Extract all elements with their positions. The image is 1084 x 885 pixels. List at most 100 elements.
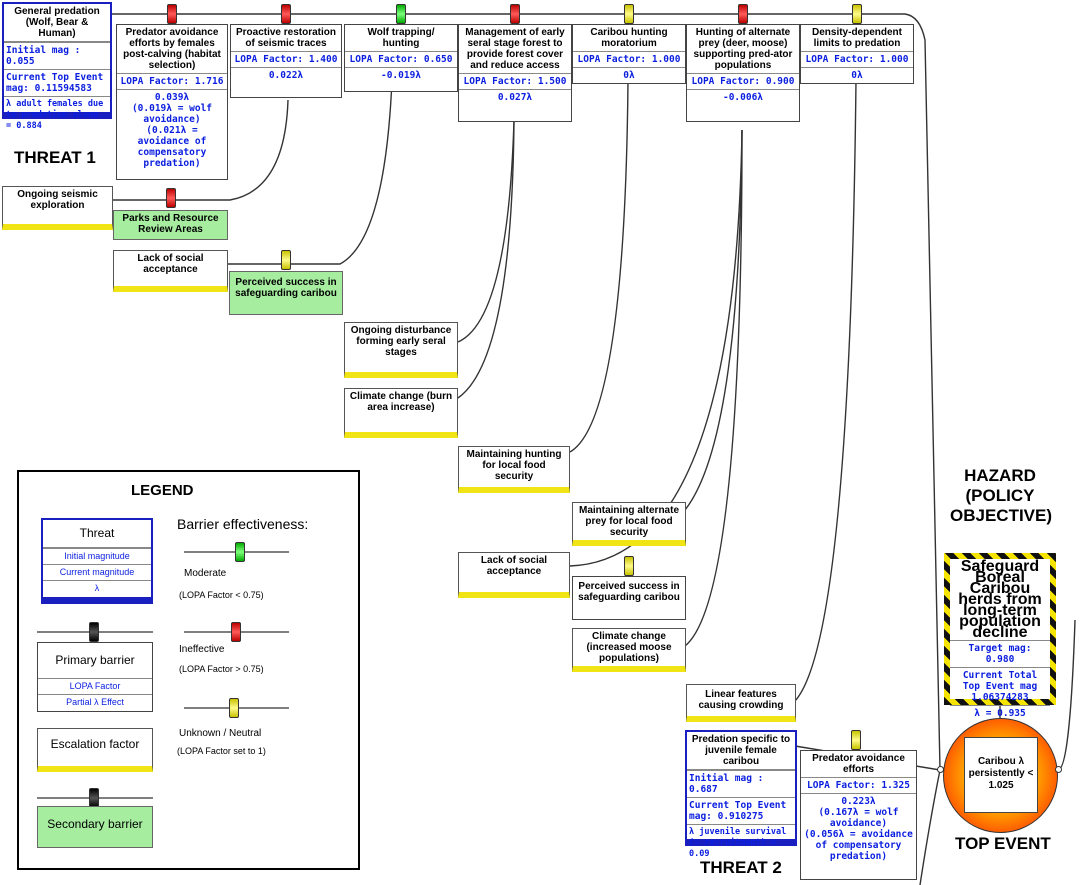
escalation-seismic-text: Ongoing seismic exploration — [17, 189, 98, 211]
legend-ineffective-note: (LOPA Factor > 0.75) — [179, 664, 264, 674]
escalation-social-1[interactable]: Lack of social acceptance — [113, 250, 228, 292]
legend-knob-secondary — [89, 788, 99, 808]
top-event-text: Caribou λ persistently < 1.025 — [964, 737, 1038, 813]
barrier-effect: 0λ — [573, 67, 685, 83]
threat-1-box[interactable]: General predation (Wolf, Bear & Human) I… — [2, 2, 112, 131]
barrier-lopa: LOPA Factor: 0.900 — [687, 73, 799, 89]
hazard-target-mag: Target mag: 0.980 — [950, 640, 1050, 667]
barrier-knob-5[interactable] — [738, 4, 748, 24]
legend-title: LEGEND — [131, 482, 194, 499]
primary-barrier-5[interactable]: Hunting of alternate prey (deer, moose) … — [686, 24, 800, 122]
barrier-lopa: LOPA Factor: 0.650 — [345, 51, 457, 67]
legend-current: Current magnitude — [43, 564, 151, 580]
secondary-barrier-perceived-1-text: Perceived success in safeguarding caribo… — [235, 277, 337, 299]
barrier-effect: 0λ — [801, 67, 913, 83]
secondary-barrier-parks[interactable]: Parks and Resource Review Areas — [113, 210, 228, 240]
barrier-lopa: LOPA Factor: 1.716 — [117, 73, 227, 89]
threat-2-initial-mag: Initial mag : 0.687 — [687, 770, 795, 797]
barrier-effect: 0.039λ (0.019λ = wolf avoidance) (0.021λ… — [117, 89, 227, 171]
threat-1-lambda: λ adult females due to predation alone =… — [4, 96, 110, 134]
barrier-title: Predator avoidance efforts by females po… — [123, 27, 221, 71]
top-event-label: TOP EVENT — [955, 834, 1051, 853]
legend-lopa: LOPA Factor — [38, 678, 152, 694]
escalation-alt-prey-text: Maintaining alternate prey for local foo… — [578, 505, 679, 538]
barrier-title: Caribou hunting moratorium — [590, 27, 668, 49]
barrier-knob-0[interactable] — [167, 4, 177, 24]
primary-barrier-3[interactable]: Management of early seral stage forest t… — [458, 24, 572, 122]
barrier-knob-1[interactable] — [281, 4, 291, 24]
threat-2-barrier-title: Predator avoidance efforts — [812, 753, 905, 775]
threat-2-current-mag: Current Top Event mag: 0.910275 — [687, 797, 795, 824]
threat-2-barrier-lopa: LOPA Factor: 1.325 — [801, 777, 916, 793]
hazard-current-mag: Current Total Top Event mag 1.06374283 — [950, 667, 1050, 705]
barrier-knob-perceived-2[interactable] — [624, 556, 634, 576]
barrier-title: Wolf trapping/ hunting — [367, 27, 435, 49]
legend-lambda: λ — [43, 580, 151, 596]
escalation-social-2-text: Lack of social acceptance — [480, 555, 548, 577]
barrier-knob-4[interactable] — [624, 4, 634, 24]
legend-unknown-note: (LOPA Factor set to 1) — [177, 746, 266, 756]
barrier-knob-parks[interactable] — [166, 188, 176, 208]
escalation-seismic[interactable]: Ongoing seismic exploration — [2, 186, 113, 230]
escalation-social-2[interactable]: Lack of social acceptance — [458, 552, 570, 598]
escalation-hunting-food[interactable]: Maintaining hunting for local food secur… — [458, 446, 570, 493]
escalation-climate-1[interactable]: Climate change (burn area increase) — [344, 388, 458, 438]
barrier-effect: 0.022λ — [231, 67, 341, 83]
barrier-knob-3[interactable] — [510, 4, 520, 24]
threat-2-lambda: λ juvenile survival (♀ recruitment) = 0.… — [687, 824, 795, 862]
threat-2-label: THREAT 2 — [700, 858, 782, 877]
barrier-knob-perceived-1[interactable] — [281, 250, 291, 270]
escalation-climate-1-text: Climate change (burn area increase) — [349, 391, 453, 413]
barrier-knob-6[interactable] — [852, 4, 862, 24]
legend-knob-unknown — [229, 698, 239, 718]
escalation-social-1-text: Lack of social acceptance — [137, 253, 204, 275]
secondary-barrier-perceived-1[interactable]: Perceived success in safeguarding caribo… — [229, 271, 343, 315]
barrier-title: Density-dependent limits to predation — [811, 27, 902, 49]
escalation-climate-2-text: Climate change (increased moose populati… — [586, 631, 672, 664]
threat-1-title: General predation (Wolf, Bear & Human) — [4, 4, 110, 42]
threat-2-title: Predation specific to juvenile female ca… — [687, 732, 795, 770]
legend-secondary-box: Secondary barrier — [37, 806, 153, 848]
barrier-title: Management of early seral stage forest t… — [465, 27, 565, 71]
threat-1-label: THREAT 1 — [14, 148, 96, 167]
threat-2-barrier-effect: 0.223λ (0.167λ = wolf avoidance) (0.056λ… — [801, 793, 916, 864]
escalation-linear[interactable]: Linear features causing crowding — [686, 684, 796, 722]
barrier-effect: 0.027λ — [459, 89, 571, 105]
barrier-title: Proactive restoration of seismic traces — [235, 27, 337, 49]
barrier-lopa: LOPA Factor: 1.000 — [573, 51, 685, 67]
barrier-effect: -0.019λ — [345, 67, 457, 83]
barrier-lopa: LOPA Factor: 1.000 — [801, 51, 913, 67]
hazard-box[interactable]: Safeguard Boreal Caribou herds from long… — [944, 553, 1056, 719]
barrier-knob-2[interactable] — [396, 4, 406, 24]
secondary-barrier-parks-text: Parks and Resource Review Areas — [122, 213, 219, 235]
barrier-title: Hunting of alternate prey (deer, moose) … — [693, 27, 793, 71]
threat-2-box[interactable]: Predation specific to juvenile female ca… — [685, 730, 797, 859]
legend-secondary-text: Secondary barrier — [47, 817, 143, 831]
escalation-disturbance-text: Ongoing disturbance forming early seral … — [350, 325, 452, 358]
legend-partial: Partial λ Effect — [38, 694, 152, 710]
hazard-title: Safeguard Boreal Caribou herds from long… — [958, 558, 1042, 641]
threat-1-initial-mag: Initial mag : 0.055 — [4, 42, 110, 69]
legend-primary-box: Primary barrier LOPA Factor Partial λ Ef… — [37, 642, 153, 712]
top-event-circle[interactable]: Caribou λ persistently < 1.025 — [943, 718, 1058, 833]
escalation-linear-text: Linear features causing crowding — [698, 689, 784, 711]
escalation-climate-2[interactable]: Climate change (increased moose populati… — [572, 628, 686, 672]
legend-knob-ineffective — [231, 622, 241, 642]
legend-moderate-note: (LOPA Factor < 0.75) — [179, 590, 264, 600]
primary-barrier-0[interactable]: Predator avoidance efforts by females po… — [116, 24, 228, 180]
legend-escalation-box: Escalation factor — [37, 728, 153, 772]
secondary-barrier-perceived-2[interactable]: Perceived success in safeguarding caribo… — [572, 576, 686, 620]
escalation-disturbance[interactable]: Ongoing disturbance forming early seral … — [344, 322, 458, 378]
barrier-effect: -0.006λ — [687, 89, 799, 105]
threat-2-barrier[interactable]: Predator avoidance efforts LOPA Factor: … — [800, 750, 917, 880]
threat-1-current-mag: Current Top Event mag: 0.11594583 — [4, 69, 110, 96]
escalation-hunting-food-text: Maintaining hunting for local food secur… — [466, 449, 562, 482]
connector-dot — [937, 766, 944, 773]
legend-initial: Initial magnitude — [43, 548, 151, 564]
barrier-knob-threat2[interactable] — [851, 730, 861, 750]
escalation-alt-prey[interactable]: Maintaining alternate prey for local foo… — [572, 502, 686, 546]
